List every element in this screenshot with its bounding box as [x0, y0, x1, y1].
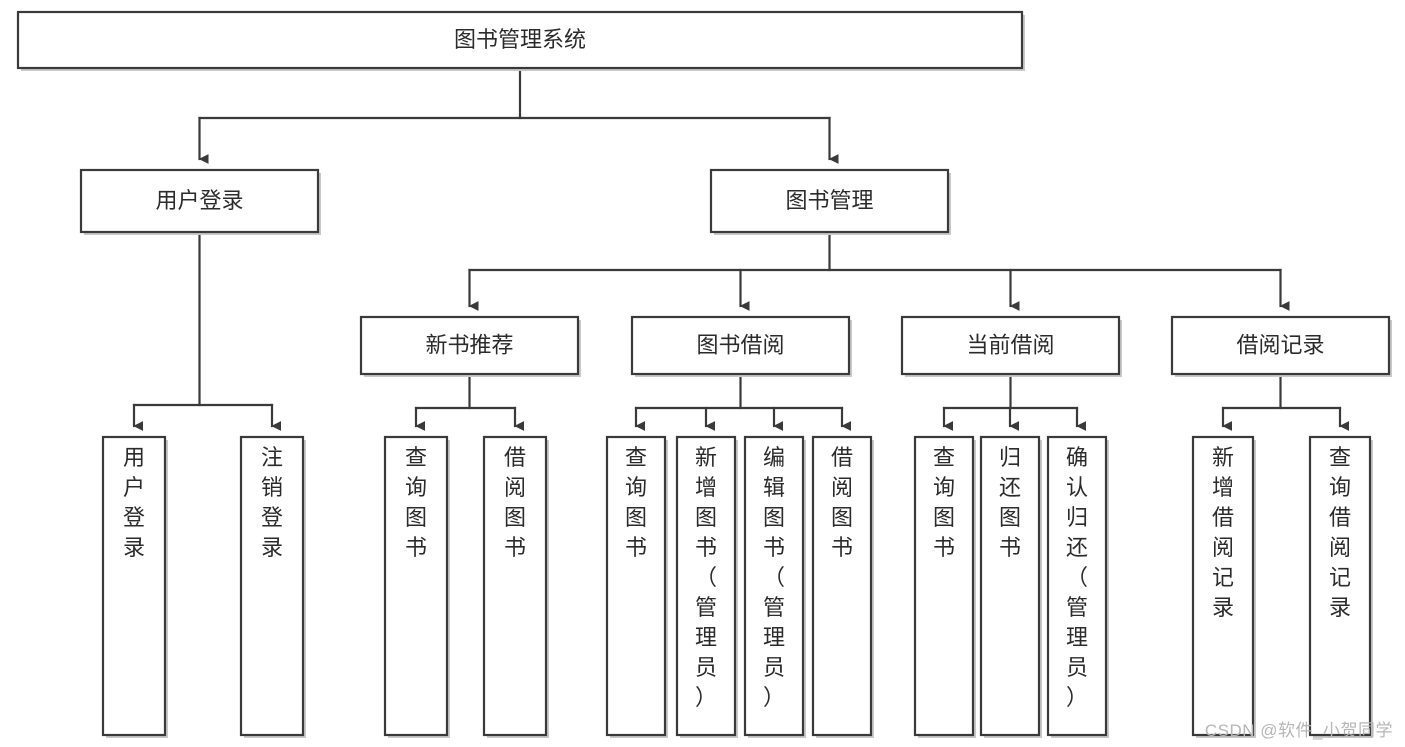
node-label: 图书管理 [785, 188, 873, 213]
node-leaf_query_record[interactable]: 查询借阅记录 [1308, 435, 1373, 738]
node-label: 借阅记录 [1236, 332, 1324, 357]
node-leaf_borrow_book_2[interactable]: 借阅图书 [811, 435, 874, 738]
connector-group-root [198, 66, 839, 164]
node-label: 用户登录 [123, 445, 145, 560]
node-label: 新增借阅记录 [1212, 445, 1234, 620]
node-box[interactable] [913, 435, 975, 737]
node-new_book_rec[interactable]: 新书推荐 [359, 315, 581, 377]
node-book_manage[interactable]: 图书管理 [709, 168, 951, 235]
node-leaf_query_book_3[interactable]: 查询图书 [913, 435, 976, 738]
nodes-layer: 图书管理系统用户登录图书管理新书推荐图书借阅当前借阅借阅记录用户登录注销登录查询… [16, 10, 1392, 738]
node-borrow_record[interactable]: 借阅记录 [1170, 315, 1392, 377]
connector-group-book_manage [468, 230, 1290, 311]
node-leaf_edit_book[interactable]: 编辑图书（管理员） [743, 435, 806, 738]
node-label: 编辑图书（管理员） [763, 445, 785, 710]
node-leaf_logout[interactable]: 注销登录 [239, 435, 306, 738]
connector-group-new_book_rec [414, 372, 525, 431]
node-box[interactable] [900, 315, 1121, 376]
node-leaf_confirm_return[interactable]: 确认归还（管理员） [1046, 435, 1109, 738]
node-leaf_user_login[interactable]: 用户登录 [101, 435, 168, 738]
node-box[interactable] [1308, 435, 1372, 737]
node-leaf_query_book_1[interactable]: 查询图书 [383, 435, 450, 738]
node-label: 当前借阅 [966, 332, 1054, 357]
node-box[interactable] [605, 435, 667, 737]
node-box[interactable] [482, 435, 548, 737]
node-box[interactable] [630, 315, 851, 376]
node-leaf_borrow_book_1[interactable]: 借阅图书 [482, 435, 549, 738]
node-box[interactable] [675, 435, 737, 737]
node-label: 查询借阅记录 [1329, 445, 1351, 620]
node-leaf_return_book[interactable]: 归还图书 [979, 435, 1042, 738]
node-leaf_add_record[interactable]: 新增借阅记录 [1191, 435, 1256, 738]
node-label: 查询图书 [933, 445, 955, 560]
node-label: 图书管理系统 [454, 27, 586, 52]
node-box[interactable] [383, 435, 449, 737]
node-current_borrow[interactable]: 当前借阅 [900, 315, 1122, 377]
node-leaf_add_book[interactable]: 新增图书（管理员） [675, 435, 738, 738]
connector-group-borrow_record [1221, 372, 1350, 431]
node-box[interactable] [101, 435, 167, 737]
node-root[interactable]: 图书管理系统 [16, 10, 1025, 71]
node-label: 借阅图书 [504, 445, 526, 560]
node-label: 查询图书 [405, 445, 427, 560]
node-box[interactable] [709, 168, 950, 234]
node-box[interactable] [979, 435, 1041, 737]
node-label: 借阅图书 [831, 445, 853, 560]
node-label: 图书借阅 [696, 332, 784, 357]
node-box[interactable] [743, 435, 805, 737]
node-box[interactable] [359, 315, 580, 376]
node-box[interactable] [16, 10, 1024, 70]
node-leaf_query_book_2[interactable]: 查询图书 [605, 435, 668, 738]
node-label: 用户登录 [155, 188, 243, 213]
connector-group-user_login [132, 230, 282, 431]
node-box[interactable] [1191, 435, 1255, 737]
node-label: 新书推荐 [425, 332, 513, 357]
node-box[interactable] [1046, 435, 1108, 737]
node-label: 确认归还（管理员） [1066, 445, 1088, 710]
node-box[interactable] [811, 435, 873, 737]
node-box[interactable] [1170, 315, 1391, 376]
node-label: 注销登录 [261, 445, 283, 560]
node-label: 查询图书 [625, 445, 647, 560]
node-label: 归还图书 [999, 445, 1021, 560]
node-user_login[interactable]: 用户登录 [79, 168, 321, 235]
node-box[interactable] [239, 435, 305, 737]
connector-group-current_borrow [942, 372, 1087, 431]
node-box[interactable] [79, 168, 320, 234]
node-book_borrow[interactable]: 图书借阅 [630, 315, 852, 377]
csdn-watermark: CSDN @软件_小贺同学 [1204, 721, 1393, 740]
edges-layer [132, 66, 1350, 431]
node-label: 新增图书（管理员） [695, 445, 717, 710]
connector-group-book_borrow [634, 372, 852, 431]
